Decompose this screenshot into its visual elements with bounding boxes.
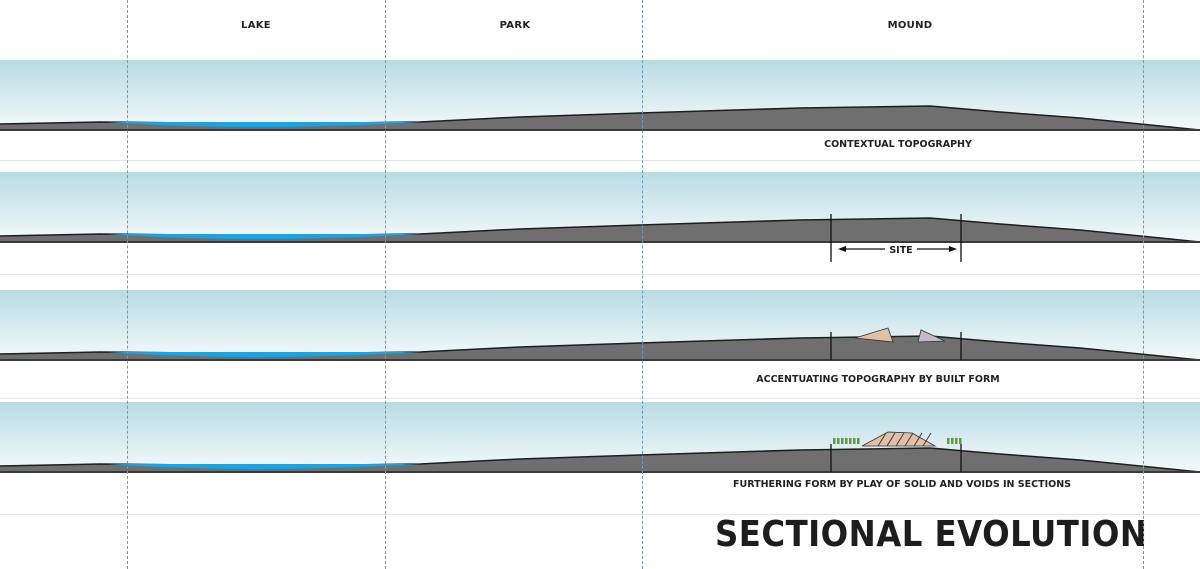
site-annotation: SITE [889, 245, 913, 256]
tree [849, 438, 852, 444]
section-band-solid-voids [0, 402, 1200, 474]
arrow-right-icon [949, 246, 957, 252]
zone-guide-line [127, 0, 128, 569]
tree [853, 438, 856, 444]
diagram-title: SECTIONAL EVOLUTION [715, 514, 1148, 555]
section-divider [0, 160, 1200, 161]
arrow-left-icon [838, 246, 846, 252]
tree [833, 438, 836, 444]
zone-guide-line [385, 0, 386, 569]
zone-label-park: PARK [499, 20, 531, 31]
section-caption-contextual: CONTEXTUAL TOPOGRAPHY [824, 139, 972, 150]
void-strut [877, 432, 887, 447]
lake-water [108, 352, 420, 357]
lake-water [108, 122, 420, 127]
zone-label-mound: MOUND [887, 20, 933, 31]
tree [841, 438, 844, 444]
void-strut [895, 432, 905, 447]
void-strut [886, 432, 896, 447]
void-strut [904, 432, 914, 447]
tree [955, 438, 958, 444]
section-divider [0, 274, 1200, 275]
built-form-wedge-right [917, 329, 946, 343]
tree [959, 438, 962, 444]
tree [845, 438, 848, 444]
tree [947, 438, 950, 444]
section-band-built-form [0, 290, 1200, 362]
section-divider [0, 398, 1200, 399]
section-caption-solid-voids: FURTHERING FORM BY PLAY OF SOLID AND VOI… [733, 479, 1071, 490]
tree [951, 438, 954, 444]
section-divider [0, 514, 1200, 515]
void-strut [922, 432, 932, 447]
section-band-contextual [0, 60, 1200, 132]
tree [837, 438, 840, 444]
zone-guide-line [1143, 0, 1144, 569]
section-band-site [0, 172, 1200, 262]
tree [857, 438, 860, 444]
zone-guide-line [642, 0, 643, 569]
lake-water [108, 234, 420, 239]
zone-label-lake: LAKE [241, 20, 271, 31]
lake-water [108, 464, 420, 469]
void-strut [913, 432, 923, 447]
built-form-wedge-left [854, 327, 894, 343]
section-caption-built-form: ACCENTUATING TOPOGRAPHY BY BUILT FORM [756, 374, 1000, 385]
